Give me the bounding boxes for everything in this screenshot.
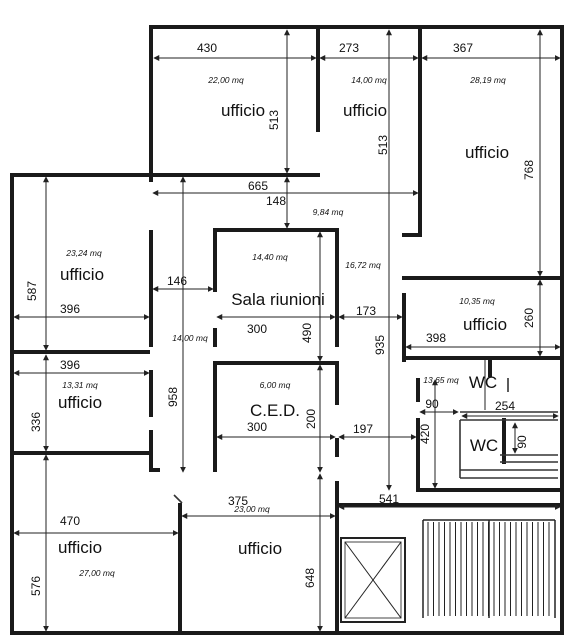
room-names: ufficio ufficio ufficio ufficio Sala riu… <box>58 101 509 558</box>
dimension-label: 90 <box>515 435 529 449</box>
dimension-label: 260 <box>522 308 536 328</box>
area-labels: 22,00 mq 14,00 mq 28,19 mq 23,24 mq 14,4… <box>62 75 506 578</box>
staircase <box>422 519 556 618</box>
dimension-label: 197 <box>353 422 373 436</box>
room-area: 23,24 mq <box>65 248 102 258</box>
dimension-label: 146 <box>167 274 187 288</box>
dimension-label: 768 <box>522 160 536 180</box>
room-name: ufficio <box>60 265 104 284</box>
room-area: 13,31 mq <box>62 380 98 390</box>
exterior-walls <box>10 25 564 635</box>
dimension-label: 430 <box>197 41 217 55</box>
room-area: 23,00 mq <box>233 504 270 514</box>
dimension-label: 958 <box>166 387 180 407</box>
room-name: C.E.D. <box>250 401 300 420</box>
elevator-shaft <box>340 537 406 623</box>
wc-label: WC <box>470 436 498 455</box>
room-area: 6,00 mq <box>260 380 291 390</box>
room-name: ufficio <box>58 393 102 412</box>
dimension-label: 200 <box>304 409 318 429</box>
dimension-lines <box>13 29 561 632</box>
dimension-label: 541 <box>379 492 399 506</box>
dimension-label: 470 <box>60 514 80 528</box>
corridor-area: 9,84 mq <box>313 207 344 217</box>
room-name: ufficio <box>465 143 509 162</box>
dimension-label: 336 <box>29 412 43 432</box>
dimension-label: 148 <box>266 194 286 208</box>
dimension-label: 367 <box>453 41 473 55</box>
dimension-label: 396 <box>60 302 80 316</box>
room-area: 22,00 mq <box>207 75 244 85</box>
dimension-label: 300 <box>247 420 267 434</box>
dimension-label: 173 <box>356 304 376 318</box>
dimension-label: 513 <box>267 110 281 130</box>
dimension-label: 576 <box>29 576 43 596</box>
dimension-label: 90 <box>425 397 439 411</box>
room-name: ufficio <box>221 101 265 120</box>
dimension-label: 935 <box>373 335 387 355</box>
corridor-area: 13,65 mq <box>423 375 459 385</box>
dimension-labels: 430 273 367 513 513 768 665 148 587 396 … <box>25 41 536 596</box>
room-name: Sala riunioni <box>231 290 325 309</box>
dimension-label: 273 <box>339 41 359 55</box>
room-name: ufficio <box>58 538 102 557</box>
wc-label: WC <box>469 373 497 392</box>
dimension-label: 375 <box>228 494 248 508</box>
room-area: 14,00 mq <box>351 75 387 85</box>
room-area: 28,19 mq <box>469 75 506 85</box>
room-area: 27,00 mq <box>78 568 115 578</box>
dimension-label: 490 <box>300 323 314 343</box>
room-name: ufficio <box>238 539 282 558</box>
dimension-label: 398 <box>426 331 446 345</box>
dimension-label: 396 <box>60 358 80 372</box>
dimension-label: 513 <box>376 135 390 155</box>
room-area: 10,35 mq <box>459 296 495 306</box>
dimension-label: 648 <box>303 568 317 588</box>
dimension-label: 300 <box>247 322 267 336</box>
room-area: 14,40 mq <box>252 252 288 262</box>
corridor-area: 16,72 mq <box>345 260 381 270</box>
room-name: ufficio <box>343 101 387 120</box>
room-name: ufficio <box>463 315 507 334</box>
corridor-area: 14,00 mq <box>172 333 208 343</box>
dimension-label: 254 <box>495 399 515 413</box>
dimension-label: 420 <box>418 424 432 444</box>
dimension-label: 587 <box>25 281 39 301</box>
dimension-label: 665 <box>248 179 268 193</box>
